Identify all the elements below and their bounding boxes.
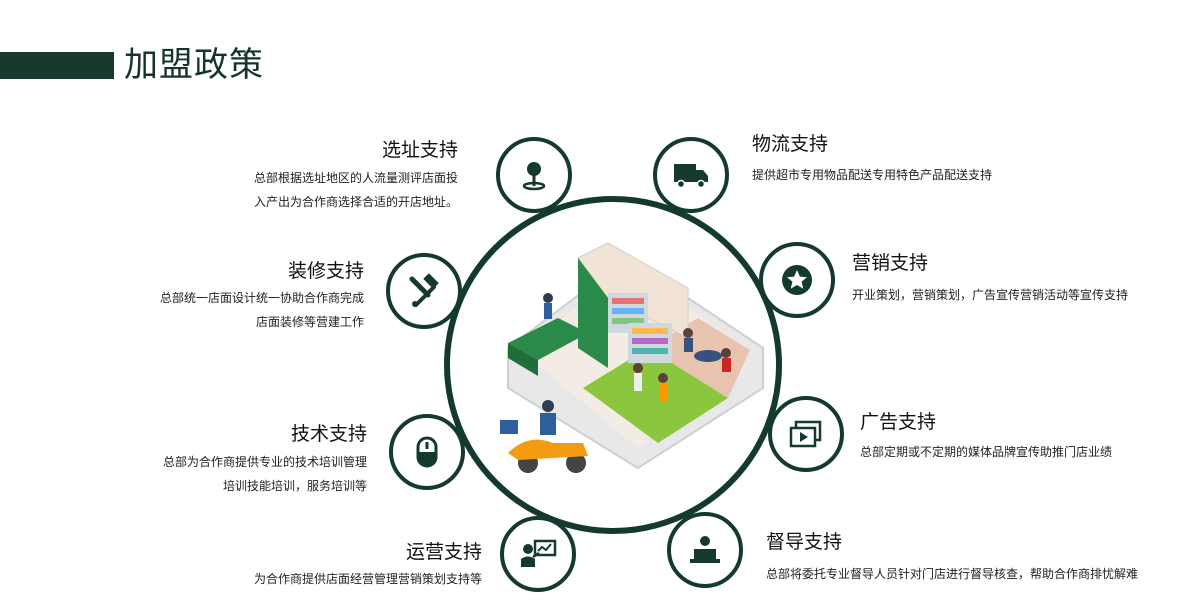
title-accent-bar: [0, 52, 114, 79]
tech-support-desc-2: 培训技能培训，服务培训等: [222, 479, 367, 493]
site-support-desc-2: 入产出为合作商选择合适的开店地址。: [253, 195, 458, 209]
media-play-icon: [789, 420, 822, 448]
mouse-icon: [416, 436, 438, 468]
ads-support-desc-1: 总部定期或不定期的媒体品牌宣传助推门店业绩: [860, 445, 1113, 459]
logistics-support-icon-circle: [653, 137, 729, 213]
site-support-icon-circle: [496, 137, 572, 213]
site-support-desc-1: 总部根据选址地区的人流量测评店面投: [253, 171, 458, 185]
marketing-support-icon-circle: [759, 242, 835, 318]
ops-support-title: 运营支持: [405, 541, 482, 563]
truck-icon: [674, 164, 708, 189]
decor-support-desc-1: 总部统一店面设计统一协助合作商完成: [159, 291, 364, 305]
laptop-user-icon: [690, 536, 720, 563]
page-title: 加盟政策: [124, 45, 264, 85]
decor-support-title: 装修支持: [287, 260, 364, 282]
ops-support-desc-1: 为合作商提供店面经营管理营销策划支持等: [253, 572, 482, 586]
ads-support-title: 广告支持: [860, 411, 937, 433]
presenter-icon: [521, 539, 557, 567]
tech-support-icon-circle: [389, 414, 465, 490]
supervise-support-desc-1: 总部将委托专业督导人员针对门店进行督导核查，帮助合作商排忧解难: [766, 567, 1139, 581]
supervise-support-icon-circle: [667, 512, 743, 588]
tech-support-title: 技术支持: [290, 423, 367, 445]
logistics-support-desc-1: 提供超市专用物品配送专用特色产品配送支持: [752, 168, 993, 182]
decor-support-desc-2: 店面装修等营建工作: [255, 315, 364, 329]
store-illustration: [500, 242, 764, 473]
hammer-wrench-icon: [409, 273, 439, 307]
ads-support-icon-circle: [768, 396, 844, 472]
logistics-support-title: 物流支持: [752, 133, 829, 155]
tech-support-desc-1: 总部为合作商提供专业的技术培训管理: [162, 455, 367, 469]
site-support-title: 选址支持: [381, 139, 458, 161]
marketing-support-desc-1: 开业策划，营销策划，广告宣传营销活动等宣传支持: [852, 288, 1129, 302]
ops-support-icon-circle: [500, 516, 576, 592]
marketing-support-title: 营销支持: [852, 252, 929, 274]
star-icon: [782, 265, 812, 295]
supervise-support-title: 督导支持: [766, 531, 843, 553]
decor-support-icon-circle: [386, 253, 462, 329]
location-pin-icon: [522, 162, 546, 191]
